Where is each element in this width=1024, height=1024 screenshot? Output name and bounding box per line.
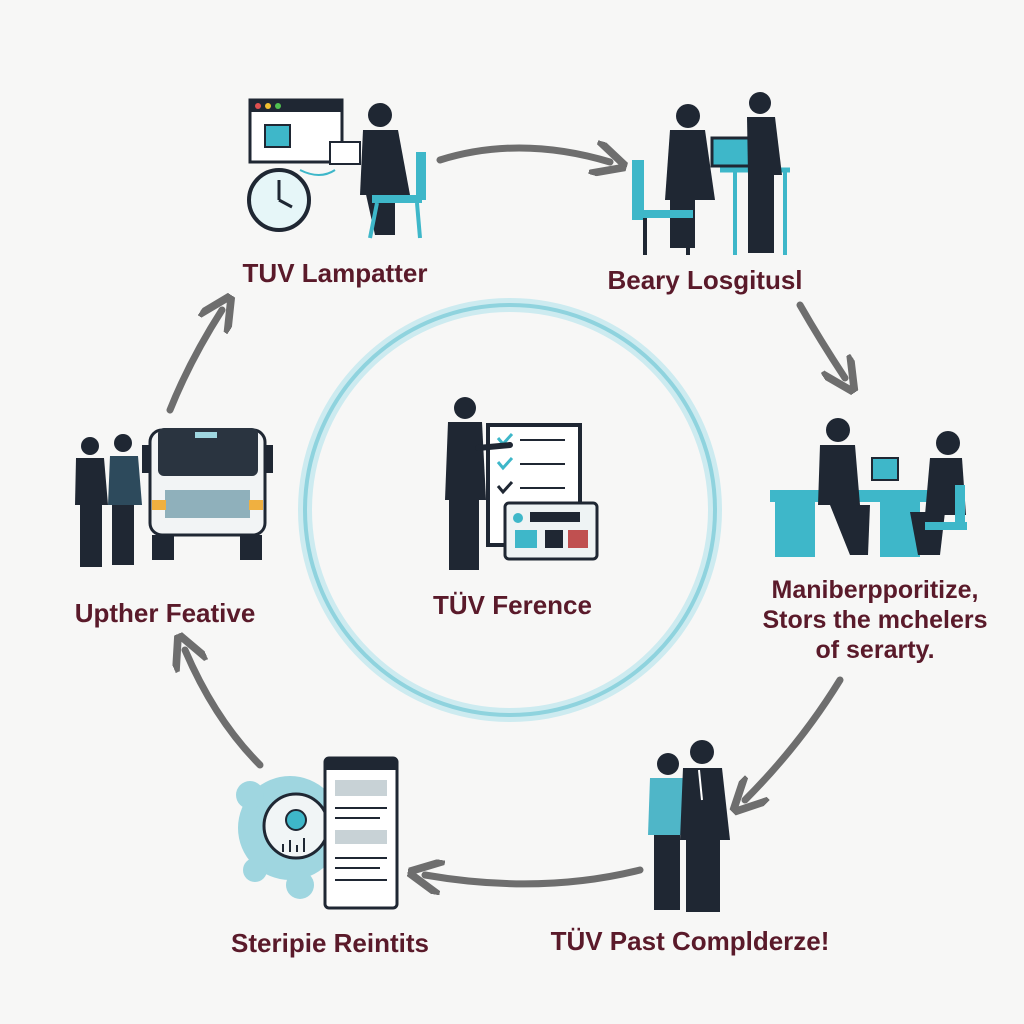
workstation-illustration <box>247 98 426 239</box>
step-label-left: Upther Feative <box>74 598 256 628</box>
desk-meeting-illustration <box>770 418 967 557</box>
center-ring <box>298 298 722 722</box>
step-label-right-line-2: Stors the mchelers <box>762 606 988 634</box>
arrow-bottom <box>425 870 644 884</box>
presenter-illustration <box>445 397 599 570</box>
step-label-right-line-1: Maniberpporitize, <box>771 576 979 604</box>
cycle-arrows <box>166 148 845 884</box>
step-label-top-right: Beary Losgitusl <box>607 265 803 295</box>
arrow-top <box>436 148 610 162</box>
handshake-illustration <box>648 740 730 912</box>
report-illustration <box>236 756 399 910</box>
step-label-right: Maniberpporitize, Stors the mchelers of … <box>735 575 1015 665</box>
center-label: TÜV Ference <box>433 590 592 620</box>
meeting-illustration <box>632 92 790 255</box>
arrow-upper-left <box>166 310 222 414</box>
step-label-right-line-3: of serarty. <box>815 636 935 664</box>
arrow-upper-right <box>796 301 845 378</box>
arrow-lower-left <box>185 650 264 769</box>
arrow-lower-right <box>745 676 844 800</box>
step-label-bottom-left: Steripie Reintits <box>231 928 429 958</box>
step-label-top-left: TUV Lampatter <box>242 258 428 288</box>
step-label-bottom-right: TÜV Past Complderze! <box>550 926 830 956</box>
truck-inspection-illustration <box>75 428 273 567</box>
